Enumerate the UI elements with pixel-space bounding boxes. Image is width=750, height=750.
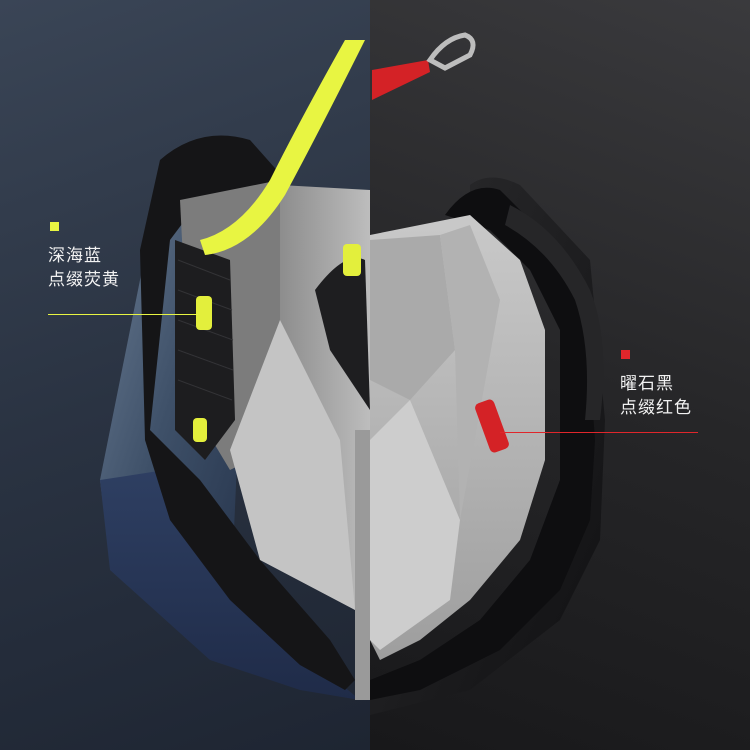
center-strap [315,258,370,410]
callout-left-line2: 点缀荧黄 [48,270,120,290]
callout-right-line2: 点缀红色 [620,398,692,418]
leader-line-right [500,432,698,433]
yellow-tab-3 [343,244,361,276]
divider-4 [370,400,460,650]
divider-3 [370,235,455,400]
mesh-pocket [175,240,235,460]
callout-left: 深海蓝 点缀荧黄 [48,244,120,292]
callout-right-line1: 曜石黑 [620,374,674,394]
divider-5 [440,225,500,520]
black-handle [505,205,604,420]
yellow-tab-1 [196,296,212,330]
callout-left-line1: 深海蓝 [48,246,102,266]
callout-right: 曜石黑 点缀红色 [620,372,692,420]
divider-2 [230,320,355,610]
black-shell-edge [370,187,595,700]
red-tab [475,399,509,453]
callout-marker-left [50,222,59,231]
yellow-lanyard [200,40,365,255]
red-lanyard [372,60,430,100]
yellow-tab-2 [193,418,207,442]
leader-line-left [48,314,198,315]
carabiner [426,32,476,71]
center-seam [355,430,370,700]
left-zipper-edge [140,135,355,690]
callout-marker-right [621,350,630,359]
